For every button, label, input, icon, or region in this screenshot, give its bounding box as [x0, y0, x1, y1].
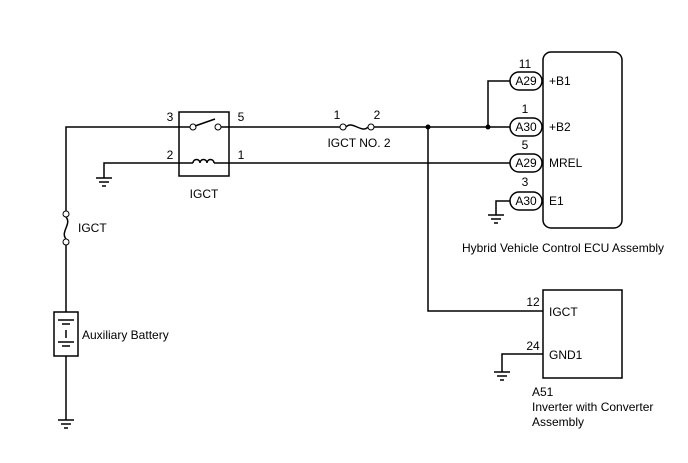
inverter-pin: 24 [526, 339, 540, 353]
relay-pin-2: 2 [167, 148, 174, 162]
ecu-pin: 3 [522, 175, 529, 189]
relay-pin-1: 1 [238, 148, 245, 162]
relay-switch-contact [194, 118, 216, 127]
ecu-terminal-name: E1 [549, 194, 564, 208]
inverter-box [542, 289, 623, 379]
fuse2-pin-2: 2 [374, 108, 381, 122]
ecu-pin: 1 [522, 102, 529, 116]
ground-icon [488, 214, 504, 224]
connector-code: A30 [515, 194, 537, 208]
inverter-terminal-name: IGCT [549, 305, 578, 319]
wire-to-inverter-igct [427, 127, 543, 312]
wire-b1-branch [487, 80, 510, 127]
inverter-terminal-name: GND1 [549, 348, 583, 362]
connector-code: A30 [515, 120, 537, 134]
ecu-box [542, 51, 623, 229]
connector-code: A29 [515, 74, 537, 88]
ecu-terminal-name: +B1 [549, 74, 571, 88]
ecu-pin: 11 [519, 57, 532, 71]
relay-pin-5: 5 [238, 110, 245, 124]
relay-box [178, 111, 230, 177]
ground-icon [96, 177, 112, 187]
wire-e1-ground [495, 200, 510, 215]
ecu-terminal-name: MREL [549, 156, 583, 170]
ground-icon [494, 371, 510, 381]
fuse2-pin-1: 1 [334, 108, 341, 122]
connector-badge [509, 117, 543, 137]
relay-coil-icon [192, 158, 215, 164]
ecu-assembly: Hybrid Vehicle Control ECU Assembly 11 A… [462, 51, 664, 255]
fuse2-label: IGCT NO. 2 [327, 136, 390, 150]
ecu-terminal-name: +B2 [549, 120, 571, 134]
ground-icon [58, 419, 74, 429]
ecu-pin: 5 [522, 138, 529, 152]
inverter-pin: 12 [526, 295, 540, 309]
ecu-title: Hybrid Vehicle Control ECU Assembly [462, 241, 664, 255]
relay-label: IGCT [190, 187, 219, 201]
connector-badge [509, 153, 543, 173]
wire-gnd1-ground [501, 353, 543, 372]
auxiliary-battery: Auxiliary Battery [53, 311, 169, 357]
inverter-title-line1: Inverter with Converter [532, 400, 653, 414]
connector-code: A29 [515, 156, 537, 170]
inverter-code: A51 [532, 385, 554, 399]
battery-label: Auxiliary Battery [82, 328, 169, 342]
connector-badge [509, 71, 543, 91]
igct-fuse: IGCT [62, 210, 107, 246]
wire-relay-to-fuse [65, 126, 179, 211]
igct-relay: IGCT 3 5 2 1 [167, 110, 245, 201]
igct-no2-fuse: 1 2 IGCT NO. 2 [327, 108, 390, 150]
igct-fuse-label: IGCT [78, 221, 107, 235]
inverter-title-line2: Assembly [532, 415, 584, 429]
inverter-assembly: 12 IGCT 24 GND1 A51 Inverter with Conver… [526, 289, 653, 429]
relay-pin-3: 3 [167, 110, 174, 124]
wire-relay-coil-ground [103, 162, 179, 178]
